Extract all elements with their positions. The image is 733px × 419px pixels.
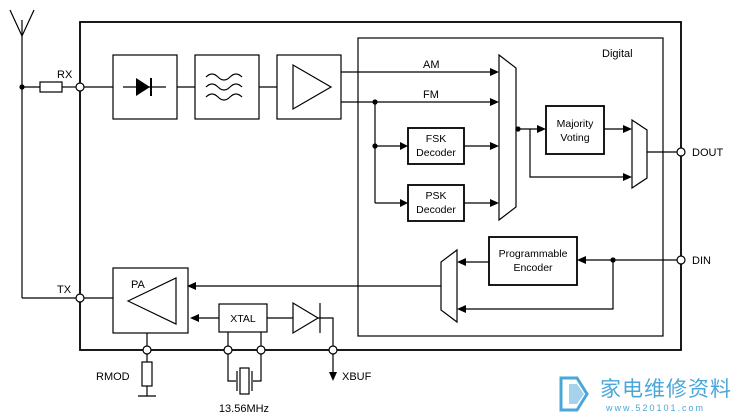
xtal-label: XTAL bbox=[230, 313, 256, 325]
psk-label-line1: PSK bbox=[425, 190, 446, 202]
encoder-label-line2: Encoder bbox=[513, 262, 553, 274]
filter-block bbox=[194, 54, 260, 120]
fsk-label-line2: Decoder bbox=[416, 147, 456, 159]
watermark-text: 家电维修资料网 bbox=[600, 377, 733, 401]
watermark-url: www.520101.com bbox=[605, 403, 705, 413]
pa-amplifier-icon bbox=[126, 277, 177, 325]
rx-port bbox=[75, 82, 85, 92]
resistor-icon bbox=[39, 81, 63, 93]
rmod-port bbox=[142, 345, 152, 355]
crystal-freq-label: 13.56MHz bbox=[219, 403, 269, 415]
pa-block bbox=[112, 267, 189, 334]
xtal1-port bbox=[223, 345, 233, 355]
antenna-icon bbox=[9, 9, 35, 298]
crystal-icon bbox=[227, 354, 262, 395]
output-mux bbox=[631, 118, 648, 190]
amplifier-block bbox=[276, 54, 342, 120]
xbuf-port bbox=[328, 345, 338, 355]
buffer-icon bbox=[292, 301, 320, 335]
watermark-logo bbox=[559, 376, 589, 412]
digital-label: Digital bbox=[602, 48, 633, 60]
filter-icon bbox=[205, 73, 243, 101]
chip-boundary bbox=[79, 21, 682, 351]
programmable-encoder-block bbox=[488, 236, 578, 286]
diode-icon bbox=[123, 78, 166, 96]
pa-label: PA bbox=[131, 279, 146, 291]
xbuf-label: XBUF bbox=[342, 371, 372, 383]
encoder-label-line1: Programmable bbox=[499, 248, 568, 260]
psk-label-line2: Decoder bbox=[416, 204, 456, 216]
digital-section bbox=[357, 37, 664, 337]
input-mux bbox=[498, 53, 517, 222]
xtal2-port bbox=[256, 345, 266, 355]
majority-label-line2: Voting bbox=[560, 132, 589, 144]
tx-port bbox=[75, 293, 85, 303]
rmod-resistor-icon bbox=[141, 361, 153, 387]
fsk-label-line1: FSK bbox=[426, 133, 446, 145]
tx-label: TX bbox=[57, 284, 72, 296]
din-label: DIN bbox=[692, 255, 711, 267]
rmod-label: RMOD bbox=[96, 371, 130, 383]
din-port bbox=[676, 255, 686, 265]
majority-label-line1: Majority bbox=[557, 118, 595, 130]
dout-label: DOUT bbox=[692, 147, 723, 159]
rx-label: RX bbox=[57, 69, 73, 81]
am-label: AM bbox=[423, 59, 440, 71]
amplifier-icon bbox=[292, 63, 333, 111]
fm-label: FM bbox=[423, 89, 439, 101]
tx-mux bbox=[440, 248, 458, 324]
majority-voting-block bbox=[545, 105, 605, 155]
dout-port bbox=[676, 147, 686, 157]
